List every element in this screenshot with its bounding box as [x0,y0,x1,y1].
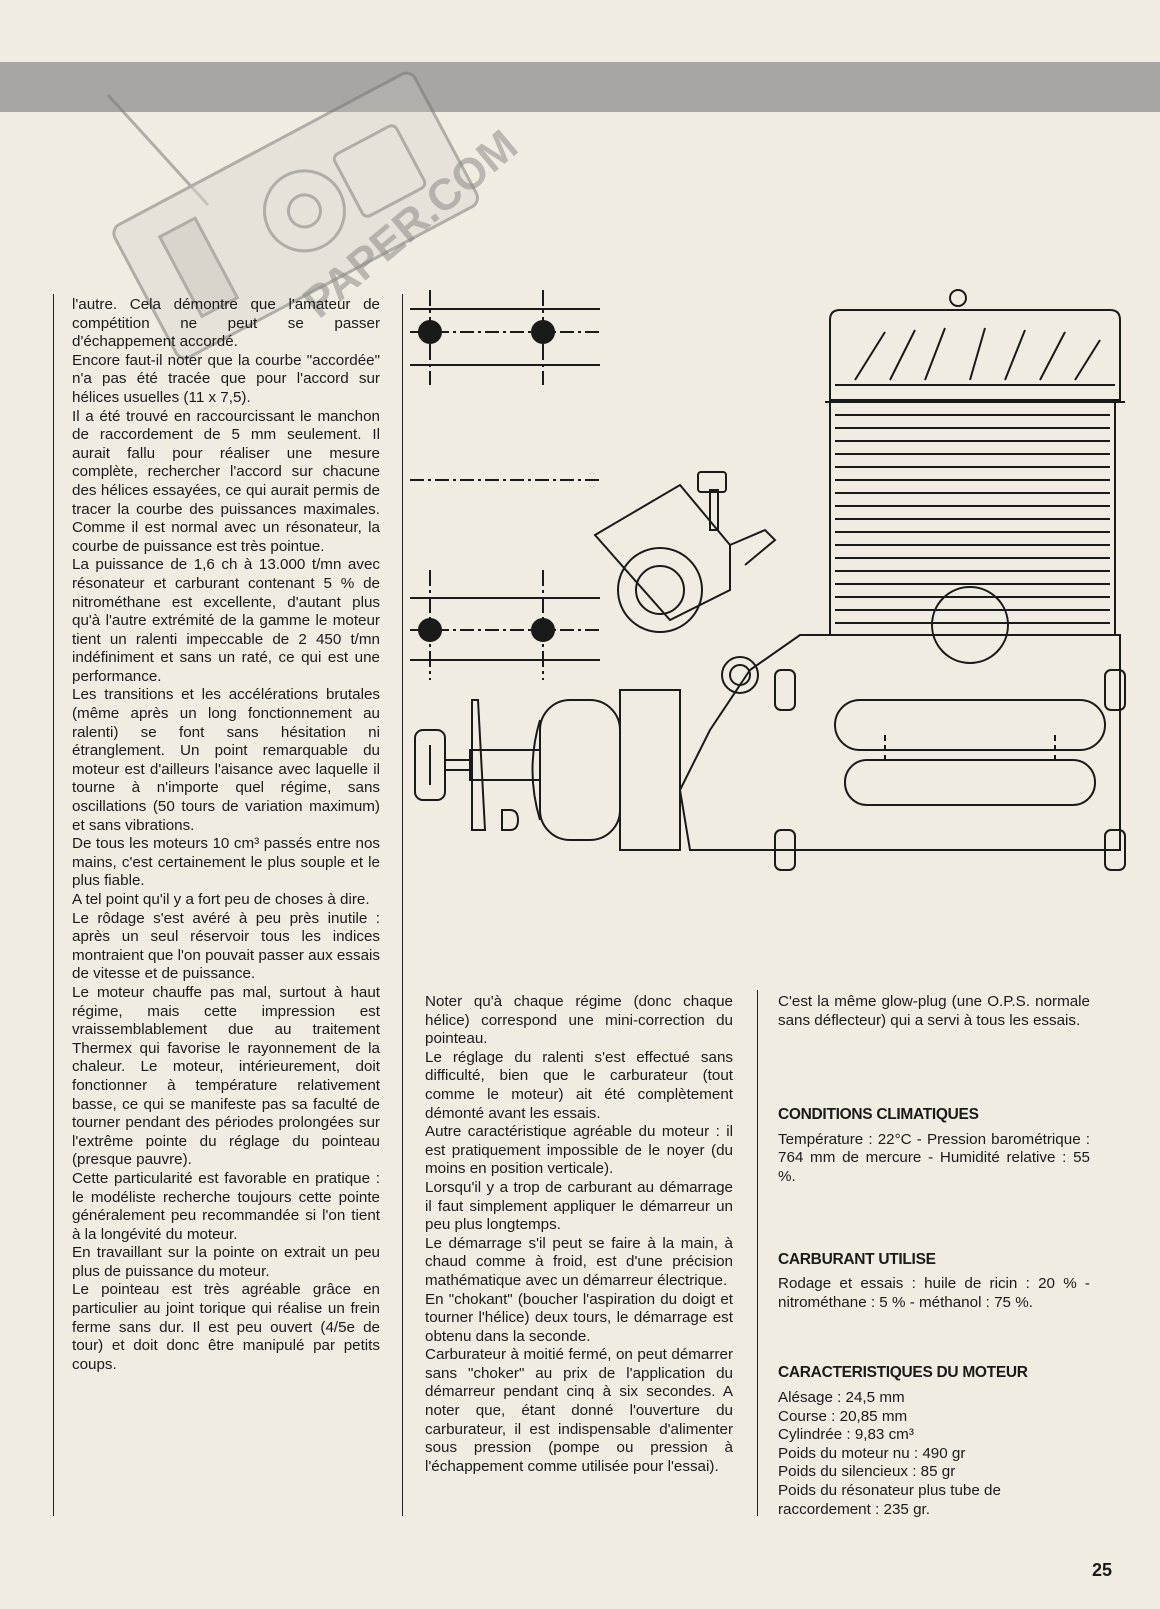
paragraph: La puissance de 1,6 ch à 13.000 t/mn ave… [72,556,380,685]
spec-line: Poids du silencieux : 85 gr [778,1463,956,1481]
paragraph: En travaillant sur la pointe on extrait … [72,1244,380,1280]
paragraph: Le pointeau est très agréable grâce en p… [72,1281,380,1373]
paragraph: C'est la même glow-plug (une O.P.S. norm… [778,993,1090,1029]
paragraph: Cette particularité est favorable en pra… [72,1169,380,1243]
crankcase [678,586,1126,871]
watermark-transmitter: PAPER.COM [106,71,527,360]
spec-line: Poids du résonateur plus tube de raccord… [778,1481,1001,1518]
propeller-p-mark [501,809,520,831]
paragraph: De tous les moteurs 10 cm³ passés entre … [72,835,380,890]
cylinder-fins [829,402,1116,635]
column-rule [757,990,758,1516]
section-heading: CARBURANT UTILISE [778,1250,936,1268]
article-column-1: l'autre. Cela démontre que l'amateur de … [72,296,380,1374]
paragraph: Il a été trouvé en raccourcissant le man… [72,407,380,555]
paragraph: Température : 22°C - Pression barométriq… [778,1130,1090,1185]
section-heading: CARACTERISTIQUES DU MOTEUR [778,1364,1028,1382]
paragraph: En "chokant" (boucher l'aspiration du do… [425,1290,733,1345]
carburetor [593,471,777,694]
section-heading: CONDITIONS CLIMATIQUES [778,1106,979,1124]
climate-section: CONDITIONS CLIMATIQUES Température : 22°… [778,1106,1090,1186]
paragraph: l'autre. Cela démontre que l'amateur de … [72,296,380,351]
spec-line: Alésage : 24,5 mm [778,1388,905,1406]
front-housing [414,689,681,851]
paragraph: Le réglage du ralenti s'est effectué san… [425,1048,733,1122]
column-rule [53,294,54,1516]
paragraph: Les transitions et les accélérations bru… [72,686,380,834]
paragraph: Carburateur à moitié fermé, on peut déma… [425,1346,733,1475]
paragraph: Lorsqu'il y a trop de carburant au démar… [425,1178,733,1234]
paragraph: Encore faut-il noter que la courbe "acco… [72,351,380,406]
header-band [0,62,1160,112]
article-column-2: Noter qu'à chaque régime (donc chaque hé… [425,993,733,1476]
engine-specs-section: CARACTERISTIQUES DU MOTEUR Alésage : 24,… [778,1364,1090,1519]
fuel-section: CARBURANT UTILISE Rodage et essais : hui… [778,1251,1090,1313]
spec-line: Cylindrée : 9,83 cm³ [778,1426,914,1444]
paragraph: Autre caractéristique agréable du moteur… [425,1123,733,1178]
paragraph: Le démarrage s'il peut se faire à la mai… [425,1234,733,1289]
paragraph: Le moteur chauffe pas mal, surtout à hau… [72,983,380,1169]
article-column-3: C'est la même glow-plug (une O.P.S. norm… [778,993,1090,1519]
mounting-holes-top [410,290,600,385]
paragraph: Rodage et essais : huile de ricin : 20 %… [778,1275,1090,1311]
mounting-holes-bottom [410,570,600,680]
paragraph: Noter qu'à chaque régime (donc chaque hé… [425,993,733,1048]
column-rule [402,294,403,1516]
page-number: 25 [1091,1560,1112,1580]
spec-line: Course : 20,85 mm [778,1407,908,1425]
paragraph: Le rôdage s'est avéré à peu près inutile… [72,909,380,983]
spec-line: Poids du moteur nu : 490 gr [778,1444,966,1462]
cylinder-head [825,289,1125,403]
engine-drawing [410,289,1126,871]
paragraph: A tel point qu'il y a fort peu de choses… [72,891,370,908]
